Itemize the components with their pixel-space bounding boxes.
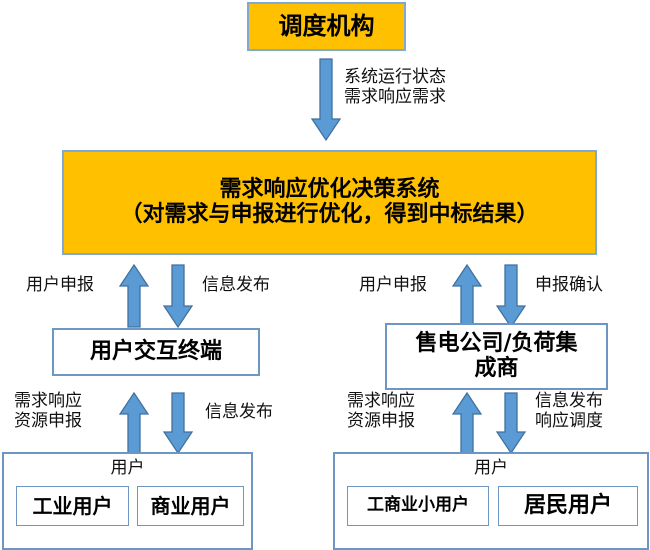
residential-user-box[interactable]: 居民用户 bbox=[498, 486, 638, 526]
retailer-aggregator-line2: 成商 bbox=[474, 355, 519, 381]
down-arrow-icon bbox=[162, 264, 194, 329]
down-arrow-icon bbox=[162, 392, 194, 455]
right-up-arrow-1-label: 用户申报 bbox=[359, 275, 427, 295]
right-up-arrow-2-label: 需求响应资源申报 bbox=[347, 391, 415, 431]
industrial-user-label: 工业用户 bbox=[32, 493, 113, 518]
decision-system-line1: 需求响应优化决策系统 bbox=[219, 176, 440, 202]
left-up-arrow-2 bbox=[118, 391, 150, 454]
top-down-arrow bbox=[310, 58, 342, 142]
left-up-arrow-1-label: 用户申报 bbox=[26, 275, 94, 295]
right-down-arrow-2 bbox=[495, 392, 527, 455]
decision-system-box[interactable]: 需求响应优化决策系统 （对需求与申报进行优化，得到中标结果） bbox=[62, 150, 597, 255]
right-up-arrow-2 bbox=[451, 391, 483, 454]
down-arrow-icon bbox=[310, 58, 342, 142]
residential-user-label: 居民用户 bbox=[523, 492, 612, 518]
small-commercial-user-label: 工商业小用户 bbox=[367, 495, 469, 516]
right-down-arrow-2-label: 信息发布响应调度 bbox=[535, 391, 603, 431]
industrial-user-box[interactable]: 工业用户 bbox=[16, 486, 129, 526]
top-arrow-label: 系统运行状态需求响应需求 bbox=[344, 67, 544, 107]
commercial-user-box[interactable]: 商业用户 bbox=[137, 486, 244, 526]
right-up-arrow-1 bbox=[451, 263, 483, 328]
dispatch-agency-label: 调度机构 bbox=[278, 12, 375, 41]
right-down-arrow-1 bbox=[495, 264, 527, 329]
down-arrow-icon bbox=[495, 392, 527, 455]
left-down-arrow-1-label: 信息发布 bbox=[202, 275, 270, 295]
user-terminal-label: 用户交互终端 bbox=[89, 338, 222, 364]
retailer-aggregator-box[interactable]: 售电公司/负荷集 成商 bbox=[385, 323, 608, 390]
up-arrow-icon bbox=[451, 391, 483, 454]
top-arrow-label-line2: 需求响应需求 bbox=[344, 86, 446, 107]
left-user-group[interactable]: 用户 工业用户 商业用户 bbox=[2, 452, 253, 550]
decision-system-line2: （对需求与申报进行优化，得到中标结果） bbox=[120, 201, 539, 227]
small-commercial-user-box[interactable]: 工商业小用户 bbox=[347, 486, 489, 526]
up-arrow-icon bbox=[118, 263, 150, 328]
left-down-arrow-1 bbox=[162, 264, 194, 329]
left-down-arrow-2 bbox=[162, 392, 194, 455]
left-user-group-title: 用户 bbox=[110, 458, 145, 478]
right-user-group-title: 用户 bbox=[474, 458, 508, 478]
down-arrow-icon bbox=[495, 264, 527, 329]
top-arrow-label-line1: 系统运行状态 bbox=[344, 67, 446, 87]
right-down-arrow-1-label: 申报确认 bbox=[535, 275, 603, 295]
left-down-arrow-2-label: 信息发布 bbox=[205, 402, 273, 422]
retailer-aggregator-line1: 售电公司/负荷集 bbox=[415, 330, 578, 356]
right-user-group[interactable]: 用户 工商业小用户 居民用户 bbox=[333, 452, 649, 550]
commercial-user-label: 商业用户 bbox=[150, 493, 231, 518]
left-up-arrow-1 bbox=[118, 263, 150, 328]
up-arrow-icon bbox=[118, 391, 150, 454]
dispatch-agency-box[interactable]: 调度机构 bbox=[247, 2, 406, 51]
up-arrow-icon bbox=[451, 263, 483, 328]
left-up-arrow-2-label: 需求响应资源申报 bbox=[14, 391, 82, 431]
user-terminal-box[interactable]: 用户交互终端 bbox=[52, 328, 260, 376]
